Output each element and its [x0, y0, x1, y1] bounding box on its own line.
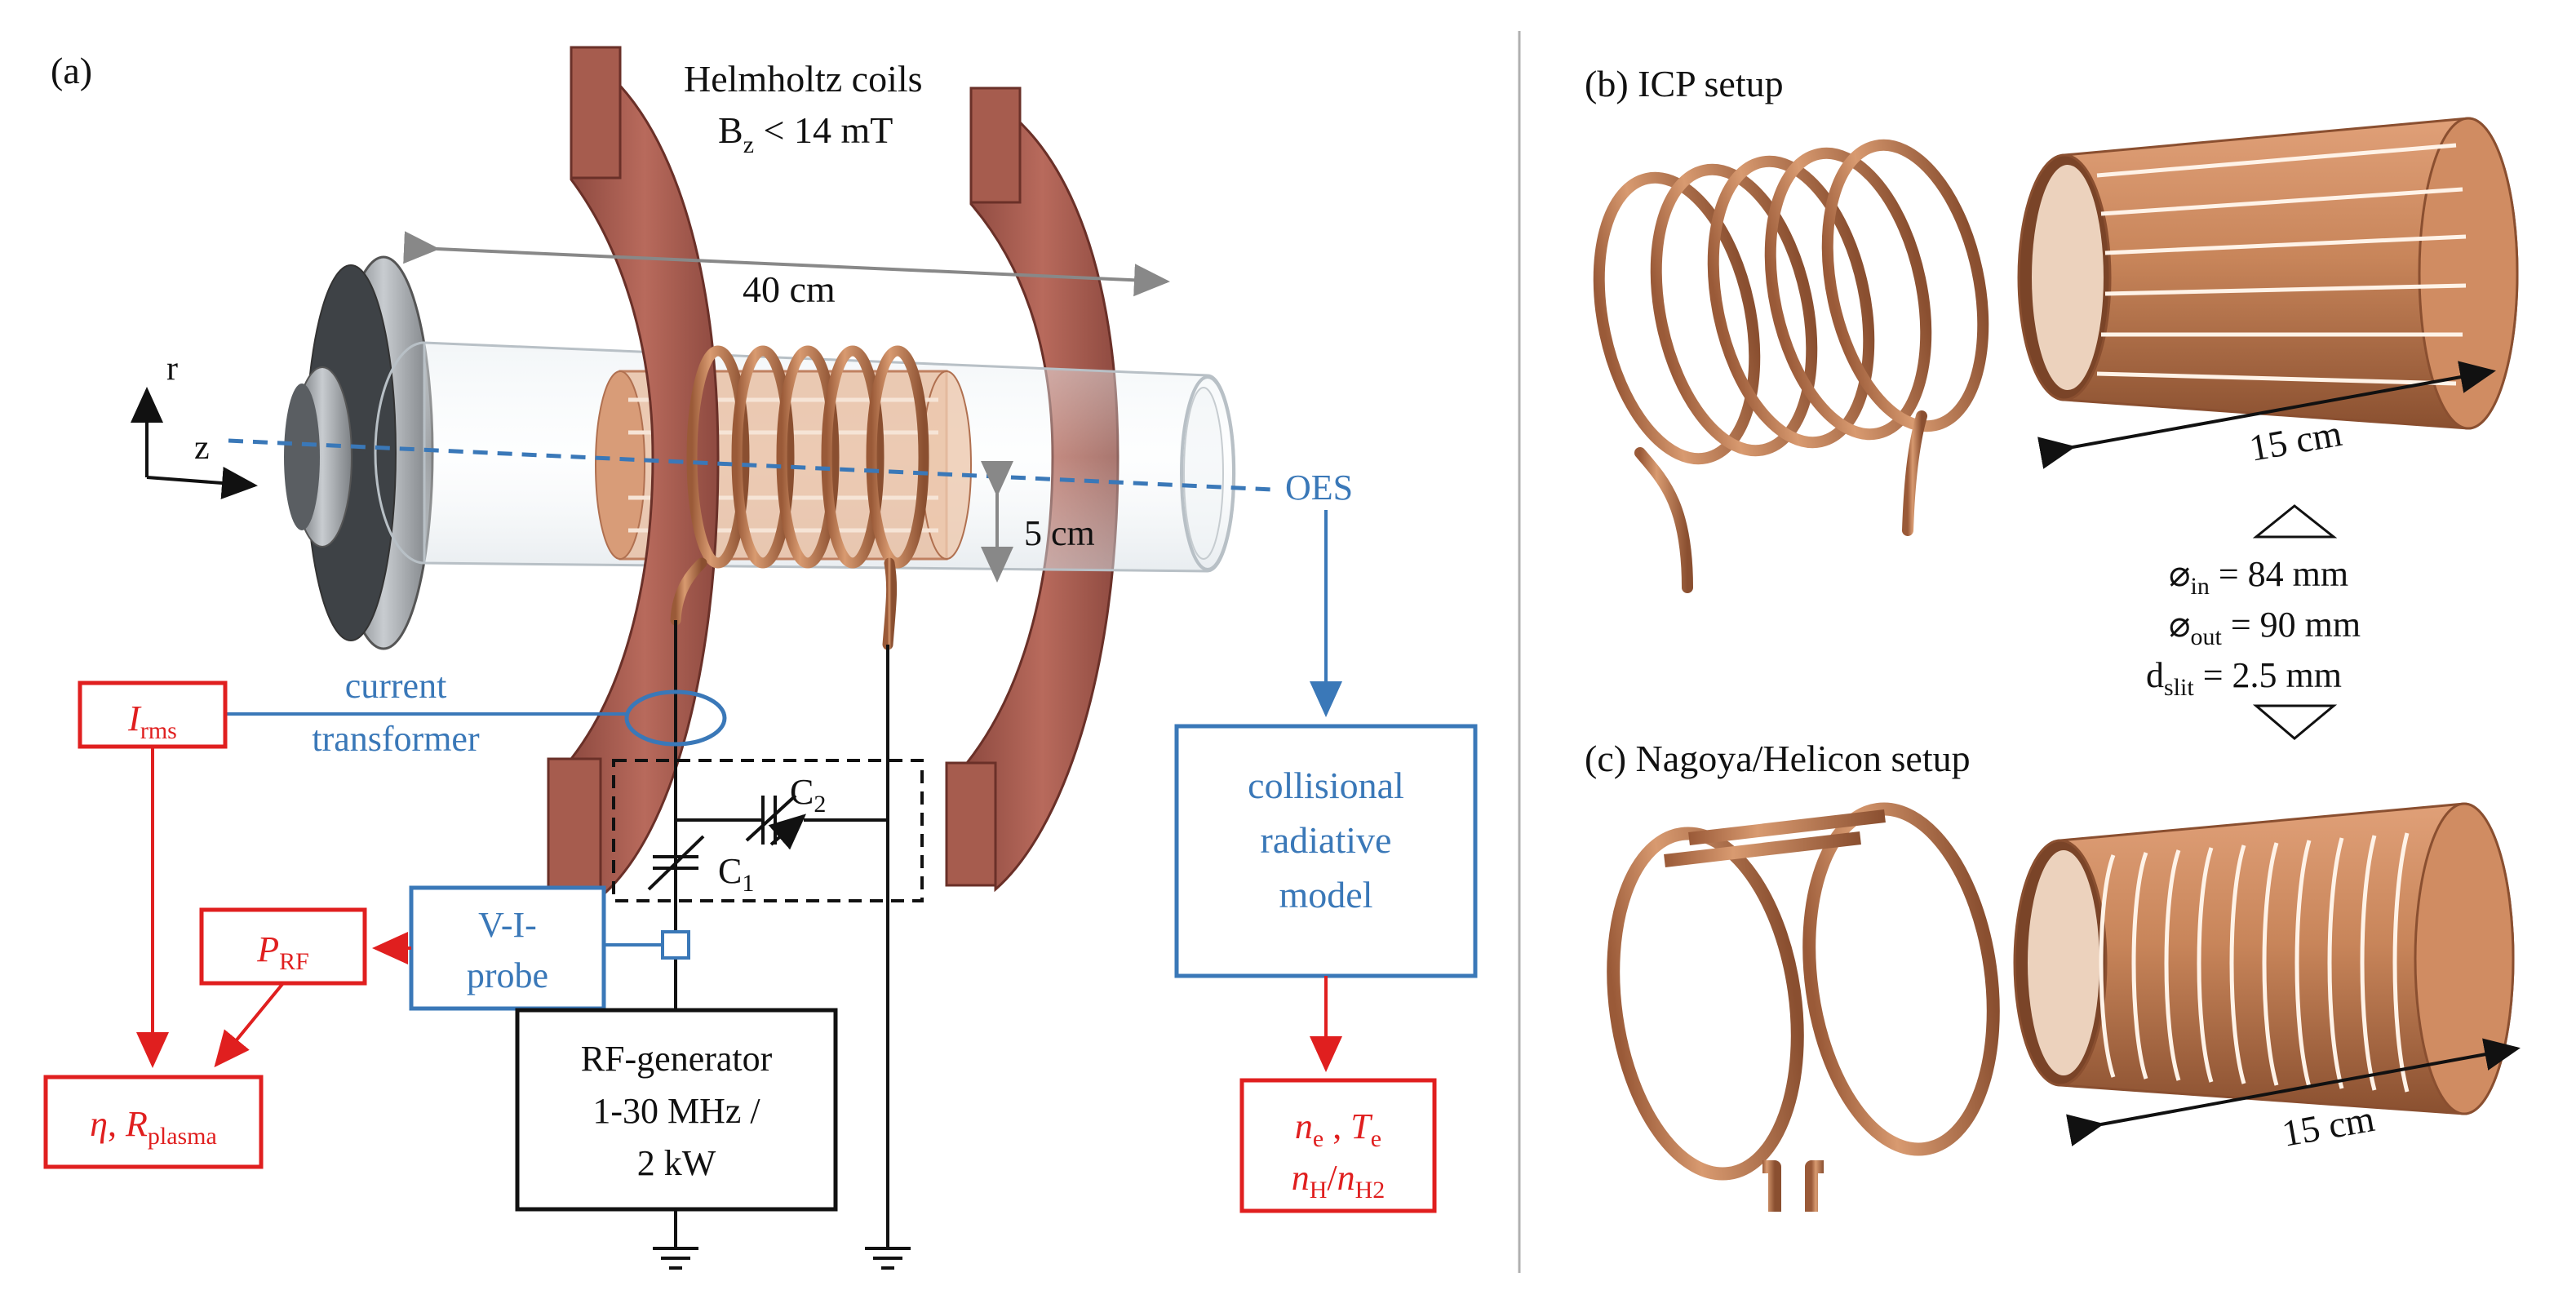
- helmholtz-field-label: Bz < 14 mT: [718, 109, 893, 158]
- capacitor-c1: [647, 835, 705, 891]
- svg-text:nH/nH2: nH/nH2: [1292, 1158, 1386, 1204]
- panel-b-label: (b) ICP setup: [1585, 63, 1784, 104]
- panel-a-label: (a): [51, 50, 92, 91]
- helicon-length-arrow: [2066, 1038, 2521, 1146]
- svg-text:probe: probe: [467, 955, 548, 995]
- irms-box: Irms: [78, 681, 228, 749]
- svg-text:PRF: PRF: [256, 929, 309, 975]
- axis-z-label: z: [194, 429, 210, 467]
- prf-to-eta-arrow: [214, 982, 285, 1068]
- current-transformer: [624, 689, 727, 747]
- capacitor-c2: [745, 794, 807, 850]
- collisional-radiative-model-box: collisional radiative model: [1174, 724, 1478, 978]
- helical-antenna: [670, 345, 929, 650]
- svg-text:Irms: Irms: [127, 698, 177, 744]
- current-transformer-label-2: transformer: [312, 719, 480, 759]
- ground-symbol-right: [865, 1247, 911, 1270]
- length-dimension-label: 40 cm: [743, 268, 836, 310]
- helicon-slotted-shield: [2013, 802, 2515, 1115]
- spec-inner-diameter: ⌀in = 84 mm: [2169, 554, 2348, 600]
- panel-c-label: (c) Nagoya/Helicon setup: [1585, 738, 1971, 779]
- length-dimension-arrow: [403, 231, 1170, 297]
- rf-generator-box: RF-generator 1-30 MHz / 2 kW: [515, 1008, 838, 1212]
- diameter-dimension-label: 5 cm: [1024, 513, 1095, 553]
- vi-probe-box: V-I- probe: [409, 885, 606, 1011]
- helmholtz-coils-title: Helmholtz coils: [684, 58, 923, 100]
- svg-text:η, Rplasma: η, Rplasma: [90, 1104, 217, 1150]
- triangle-down: [2252, 704, 2338, 740]
- svg-text:V-I-: V-I-: [478, 905, 537, 945]
- svg-text:collisional: collisional: [1248, 765, 1404, 806]
- svg-text:radiative: radiative: [1261, 819, 1392, 861]
- helicon-length-label: 15 cm: [2279, 1097, 2378, 1155]
- axis-r-label: r: [166, 350, 178, 388]
- svg-text:model: model: [1279, 874, 1373, 916]
- vi-probe-sensor: [661, 930, 690, 960]
- nagoya-antenna: [1607, 802, 2000, 1212]
- coordinate-axes: r z: [131, 350, 258, 499]
- prf-box: PRF: [199, 907, 367, 986]
- icp-length-label: 15 cm: [2246, 412, 2345, 469]
- current-transformer-label-1: current: [345, 666, 447, 706]
- oes-label: OES: [1285, 468, 1353, 508]
- triangle-up: [2252, 504, 2338, 539]
- spec-outer-diameter: ⌀out = 90 mm: [2169, 605, 2361, 650]
- svg-text:2 kW: 2 kW: [637, 1143, 716, 1183]
- plasma-parameters-output-box: ne , Te nH/nH2: [1239, 1078, 1437, 1213]
- efficiency-box: η, Rplasma: [43, 1075, 264, 1169]
- svg-text:RF-generator: RF-generator: [581, 1039, 773, 1079]
- icp-slotted-shield: [2017, 117, 2519, 430]
- spec-slit-width: dslit = 2.5 mm: [2146, 655, 2342, 701]
- capacitor-c2-label: C2: [790, 772, 826, 818]
- icp-helical-coil: [1593, 139, 1989, 593]
- icp-length-arrow: [2037, 361, 2496, 469]
- matching-network-box: [612, 759, 924, 902]
- svg-text:1-30 MHz /: 1-30 MHz /: [592, 1091, 760, 1131]
- svg-text:ne , Te: ne , Te: [1295, 1106, 1381, 1152]
- ground-symbol-left: [653, 1247, 698, 1270]
- oes-line-of-sight: [228, 438, 1274, 492]
- capacitor-c1-label: C1: [718, 851, 754, 897]
- vacuum-flange: [284, 255, 434, 650]
